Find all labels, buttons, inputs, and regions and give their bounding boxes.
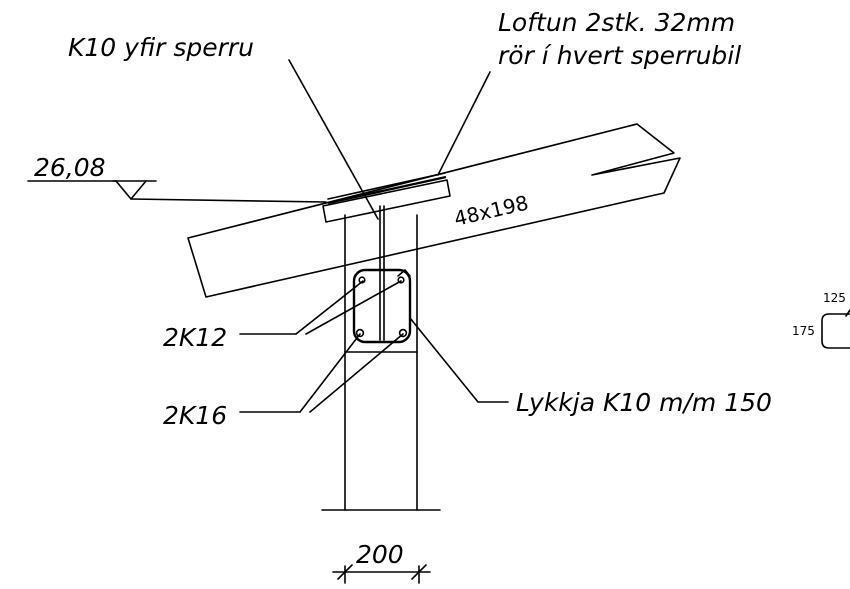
stirrup-hook bbox=[397, 269, 411, 277]
wall bbox=[321, 214, 441, 511]
label-detail-width: 125 bbox=[823, 291, 846, 305]
label-vent-line2: rör í hvert sperrubil bbox=[498, 41, 741, 70]
label-detail-height: 175 bbox=[792, 324, 815, 338]
label-rebar-top: 2K12 bbox=[163, 323, 227, 352]
label-stirrup: Lykkja K10 m/m 150 bbox=[516, 388, 772, 417]
leaders bbox=[239, 59, 509, 413]
bent-bar-detail bbox=[821, 309, 850, 349]
wall-plate bbox=[322, 179, 451, 223]
label-elevation: 26,08 bbox=[34, 153, 106, 182]
k10-anchor-bar bbox=[379, 205, 385, 341]
dimension-200 bbox=[332, 564, 431, 584]
stirrup-outline bbox=[352, 268, 412, 344]
label-vent-line1: Loftun 2stk. 32mm bbox=[498, 8, 735, 37]
rafter bbox=[187, 123, 681, 298]
label-k10-over-rafter: K10 yfir sperru bbox=[68, 33, 254, 62]
rebar-bars bbox=[355, 276, 408, 338]
label-rebar-bottom: 2K16 bbox=[163, 401, 227, 430]
label-wall-width: 200 bbox=[356, 540, 404, 569]
label-rafter-size: 48x198 bbox=[452, 191, 531, 231]
vent-pipe bbox=[327, 172, 447, 205]
elevation-marker bbox=[27, 180, 327, 203]
